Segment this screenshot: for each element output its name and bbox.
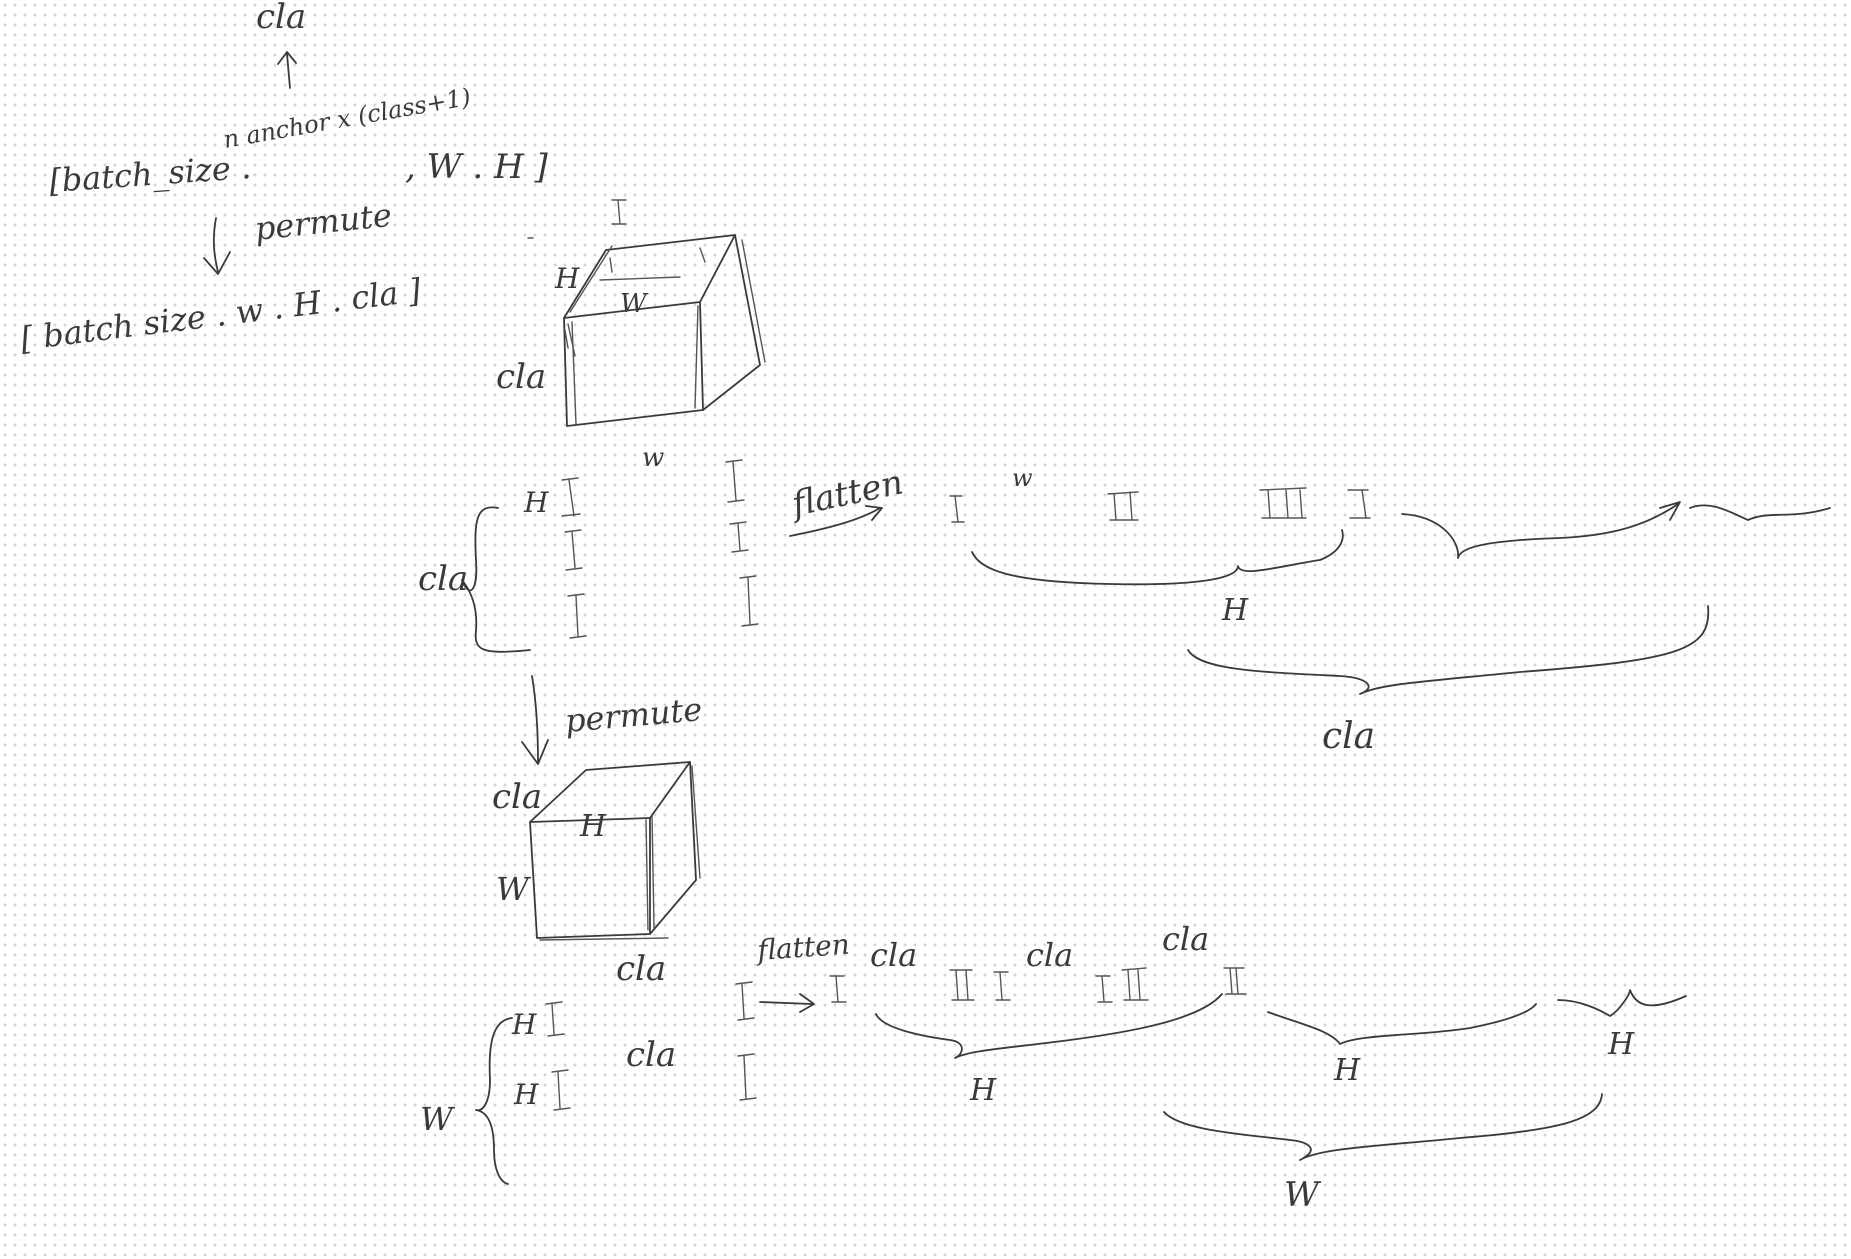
label-batch-permuted: [ batch size . w . H . cla ] <box>18 271 423 358</box>
label-cla-top: cla <box>256 0 306 37</box>
label-slice2-cla: cla <box>626 1035 676 1075</box>
label-slice2-H1: H <box>511 1008 537 1041</box>
label-flat2-cla1: cla <box>870 936 917 974</box>
label-flat1-H: H <box>1221 593 1249 628</box>
label-wh-close: , W . H ] <box>405 147 548 187</box>
brace-left-1 <box>461 506 531 653</box>
label-flat2-cla3: cla <box>1162 920 1209 958</box>
arrow-down-icon-2 <box>521 675 549 765</box>
flat-brackets-2 <box>829 967 1247 1003</box>
brace-left-2 <box>475 1017 513 1185</box>
arrow-up-icon <box>277 51 297 89</box>
brace-under-H-1 <box>971 529 1344 586</box>
label-permute-1: permute <box>253 196 394 248</box>
tensor-box-1 <box>527 234 766 427</box>
brace-under-W-2 <box>1163 1093 1603 1161</box>
label-flatten-1: flatten <box>786 462 907 525</box>
label-box2-W: W <box>496 870 532 908</box>
label-box1-w-below: w <box>642 443 664 473</box>
arrow-right-icon-2 <box>759 993 815 1013</box>
label-box1-W: W <box>620 289 649 319</box>
label-flat2-H1: H <box>969 1073 997 1108</box>
brace-under-cla-1 <box>1187 605 1710 695</box>
label-flatten-2: flatten <box>754 928 851 968</box>
label-flat1-cla: cla <box>1322 716 1375 757</box>
label-flat2-cla2: cla <box>1026 936 1073 974</box>
label-flat2-H2: H <box>1333 1053 1361 1088</box>
label-box1-H: H <box>554 262 580 295</box>
bracket-top-1 <box>611 199 627 225</box>
brace-under-H-2a <box>875 993 1223 1059</box>
arrow-right-icon-1 <box>789 505 883 537</box>
arrow-down-icon <box>203 217 231 275</box>
squiggle-2 <box>1557 989 1687 1017</box>
brace-under-H-2b <box>1267 1003 1537 1045</box>
slice-brackets-2 <box>545 981 757 1111</box>
tensor-box-2 <box>529 761 701 941</box>
label-batch-open: [batch_size . <box>48 148 252 200</box>
label-flat2-H3: H <box>1607 1027 1635 1062</box>
label-flat2-W: W <box>1284 1175 1322 1215</box>
label-anchor-expr: n anchor x (class+1) <box>221 83 473 154</box>
label-box2-cla-top: cla <box>492 777 542 817</box>
label-box2-H: H <box>579 809 607 844</box>
label-slice-cla: cla <box>418 559 468 599</box>
label-flat1-w: w <box>1012 464 1033 492</box>
label-box2-cla-below: cla <box>616 949 666 989</box>
label-slice-H: H <box>523 486 549 519</box>
slice-brackets-1 <box>561 459 759 639</box>
label-slice2-W: W <box>420 1100 456 1138</box>
label-box1-cla: cla <box>496 357 546 397</box>
label-permute-2: permute <box>563 690 703 740</box>
squiggle-1 <box>1401 501 1831 559</box>
label-slice2-H2: H <box>513 1078 539 1111</box>
flat-brackets-1 <box>949 487 1371 523</box>
